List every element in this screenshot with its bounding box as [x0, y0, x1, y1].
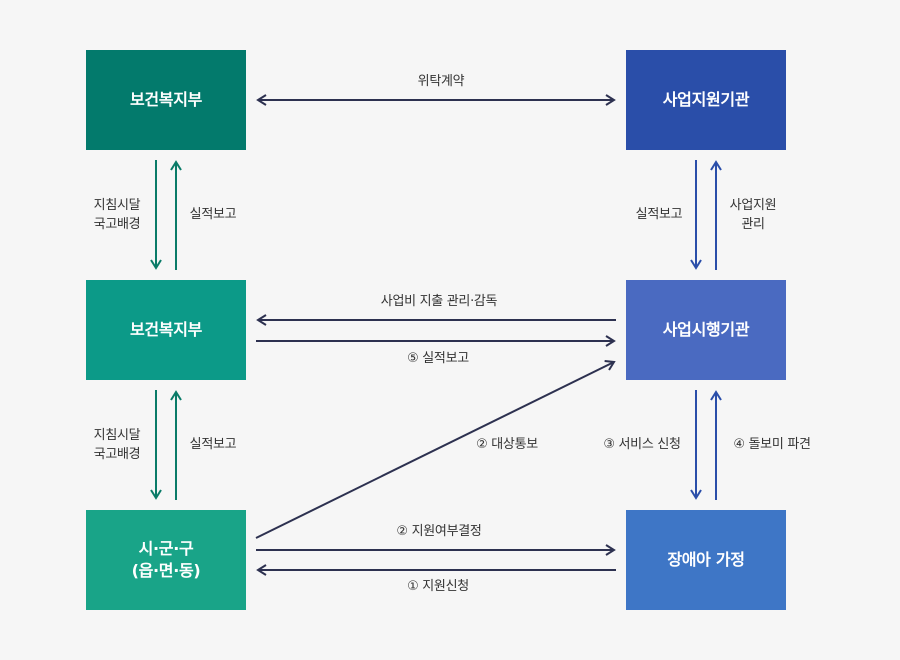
service-request-label: ③ 서비스 신청 [603, 437, 681, 452]
report-label-1: 실적보고 [189, 207, 237, 222]
support-manage-label: 사업지원 관리 [729, 198, 777, 232]
report-label-2: 실적보고 [189, 437, 237, 452]
family-box: 장애아 가정 [626, 510, 786, 610]
contract-label: 위탁계약 [417, 74, 465, 89]
report-label-support: 실적보고 [635, 207, 683, 222]
ministry-top-box: 보건복지부 [86, 50, 246, 150]
support-org-box: 사업지원기관 [626, 50, 786, 150]
caregiver-dispatch-label: ④ 돌보미 파견 [733, 437, 811, 452]
guideline-label-2: 지침시달 국고배경 [93, 428, 141, 462]
notify-target-arrow [255, 360, 616, 539]
exec-org-box: 사업시행기관 [626, 280, 786, 380]
notify-target-label: ② 대상통보 [476, 437, 538, 452]
decision-label: ② 지원여부결정 [396, 524, 482, 539]
guideline-label-1: 지침시달 국고배경 [93, 198, 141, 232]
ministry-mid-box: 보건복지부 [86, 280, 246, 380]
local-gov-box: 시·군·구 (읍·면·동) [86, 510, 246, 610]
apply-label: ① 지원신청 [407, 579, 469, 594]
expense-supervise-label: 사업비 지출 관리·감독 [380, 294, 498, 309]
report-5-label: ⑤ 실적보고 [407, 351, 469, 366]
